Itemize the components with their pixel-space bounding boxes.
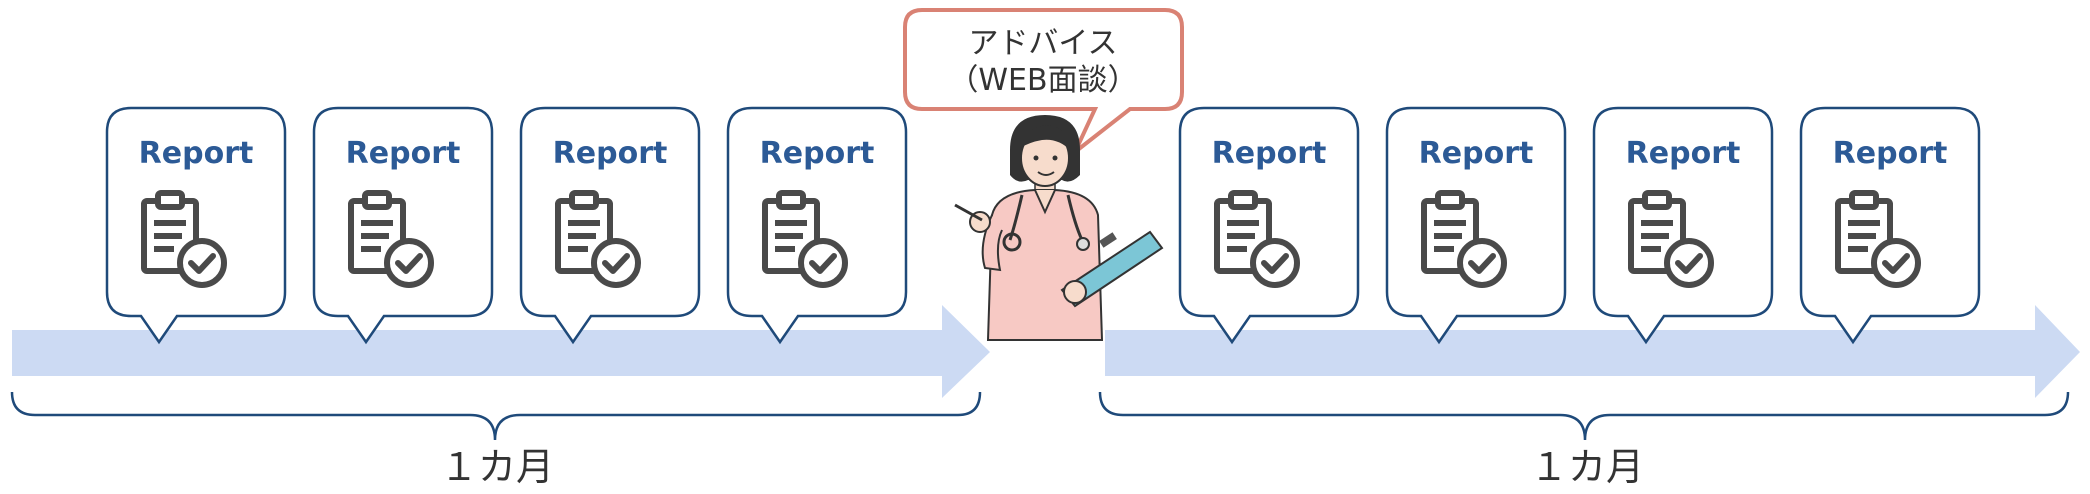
report-card: Report xyxy=(1594,108,1772,342)
report-card: Report xyxy=(1801,108,1979,342)
report-label: Report xyxy=(553,136,668,171)
report-card: Report xyxy=(1180,108,1358,342)
period-brace-1 xyxy=(12,392,980,440)
report-label: Report xyxy=(760,136,875,171)
report-label: Report xyxy=(139,136,254,171)
advice-subtitle: （WEB面談） xyxy=(948,63,1137,98)
period-label: １カ月 xyxy=(440,445,554,489)
report-card: Report xyxy=(107,108,285,342)
report-card: Report xyxy=(1387,108,1565,342)
report-card: Report xyxy=(728,108,906,342)
report-label: Report xyxy=(1626,136,1741,171)
period-label: １カ月 xyxy=(1530,445,1644,489)
report-label: Report xyxy=(346,136,461,171)
report-card: Report xyxy=(521,108,699,342)
report-label: Report xyxy=(1212,136,1327,171)
period-brace-2 xyxy=(1100,392,2068,440)
timeline-arrow-2 xyxy=(1105,305,2080,398)
report-label: Report xyxy=(1833,136,1948,171)
report-card: Report xyxy=(314,108,492,342)
advice-title: アドバイス xyxy=(968,26,1117,61)
nurse-illustration xyxy=(955,115,1162,340)
report-label: Report xyxy=(1419,136,1534,171)
